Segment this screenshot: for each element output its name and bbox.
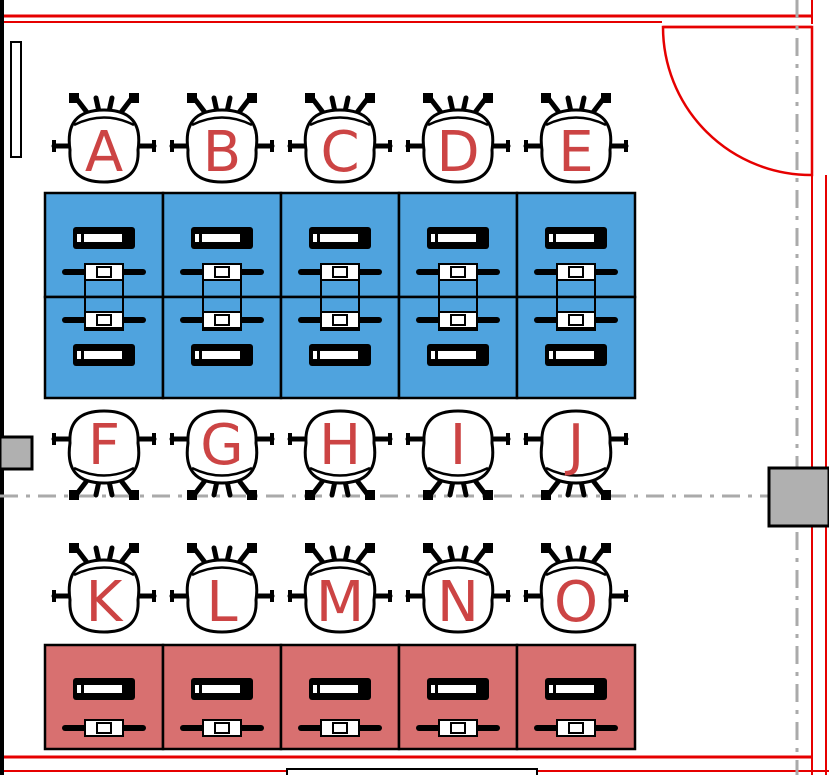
computer-unit-icon	[180, 311, 264, 329]
monitor-icon	[309, 678, 371, 700]
chair	[405, 93, 511, 184]
computer-unit-icon	[62, 719, 146, 737]
monitor-icon	[427, 678, 489, 700]
right-column	[767, 466, 829, 528]
chair	[523, 543, 629, 634]
desk	[279, 295, 401, 400]
computer-unit-icon	[416, 311, 500, 329]
desk-divider	[202, 279, 242, 331]
left-column	[0, 435, 34, 471]
desk-divider	[438, 279, 478, 331]
desk	[515, 295, 637, 400]
chair	[51, 93, 157, 184]
desk-blocks	[43, 191, 637, 751]
monitor-icon	[545, 227, 607, 249]
seat-label: L	[206, 570, 237, 635]
computer-unit-icon	[298, 263, 382, 281]
desk	[161, 191, 283, 299]
seat-label: H	[319, 413, 361, 478]
chair	[287, 409, 393, 500]
monitor-icon	[73, 678, 135, 700]
monitor-icon	[545, 344, 607, 366]
seat-labels: A B C D E F G H I J K L M N O	[85, 120, 598, 635]
desk	[397, 295, 519, 400]
computer-unit-icon	[534, 263, 618, 281]
chair	[405, 543, 511, 634]
monitor-icon	[309, 227, 371, 249]
seat-label: J	[565, 413, 585, 478]
monitor-icon	[191, 344, 253, 366]
desk	[397, 191, 519, 299]
monitor-icon	[73, 227, 135, 249]
computer-unit-icon	[416, 719, 500, 737]
computer-unit-icon	[534, 719, 618, 737]
desk	[43, 191, 165, 299]
monitor-icon	[309, 344, 371, 366]
chair	[51, 409, 157, 500]
monitor-icon	[73, 344, 135, 366]
desk	[279, 643, 401, 751]
desk	[279, 191, 401, 299]
desk	[161, 295, 283, 400]
chair	[523, 409, 629, 500]
seat-label: M	[316, 570, 364, 635]
seat-label: D	[436, 120, 479, 185]
desk	[161, 643, 283, 751]
desk	[43, 643, 165, 751]
seat-label: N	[437, 570, 479, 635]
seat-label: B	[203, 120, 241, 185]
desk	[515, 643, 637, 751]
computer-unit-icon	[180, 263, 264, 281]
chair	[523, 93, 629, 184]
chair	[405, 409, 511, 500]
door-swing	[661, 25, 814, 177]
monitor-icon	[191, 227, 253, 249]
desk-divider	[556, 279, 596, 331]
computer-unit-icon	[180, 719, 264, 737]
seat-label: E	[558, 120, 593, 185]
chair	[169, 543, 275, 634]
monitor-icon	[191, 678, 253, 700]
monitor-icon	[427, 344, 489, 366]
chairs	[51, 93, 629, 634]
blue-desk-block	[43, 191, 637, 400]
computer-unit-icon	[62, 263, 146, 281]
desk	[515, 191, 637, 299]
seat-label: I	[450, 413, 467, 478]
desk	[43, 295, 165, 400]
seat-label: F	[88, 413, 120, 478]
whiteboard	[10, 41, 22, 158]
seat-label: C	[320, 120, 359, 185]
chair	[287, 93, 393, 184]
desk-divider	[320, 279, 360, 331]
chair	[51, 543, 157, 634]
bottom-opening	[286, 768, 538, 775]
chair	[169, 409, 275, 500]
desk-divider	[84, 279, 124, 331]
desk	[397, 643, 519, 751]
red-desk-block	[43, 643, 637, 751]
seat-label: K	[86, 570, 124, 635]
chair	[287, 543, 393, 634]
chair	[169, 93, 275, 184]
seat-label: G	[200, 413, 243, 478]
computer-unit-icon	[298, 719, 382, 737]
monitor-icon	[427, 227, 489, 249]
monitor-icon	[545, 678, 607, 700]
seat-label: A	[85, 120, 123, 185]
seat-label: O	[554, 570, 598, 635]
